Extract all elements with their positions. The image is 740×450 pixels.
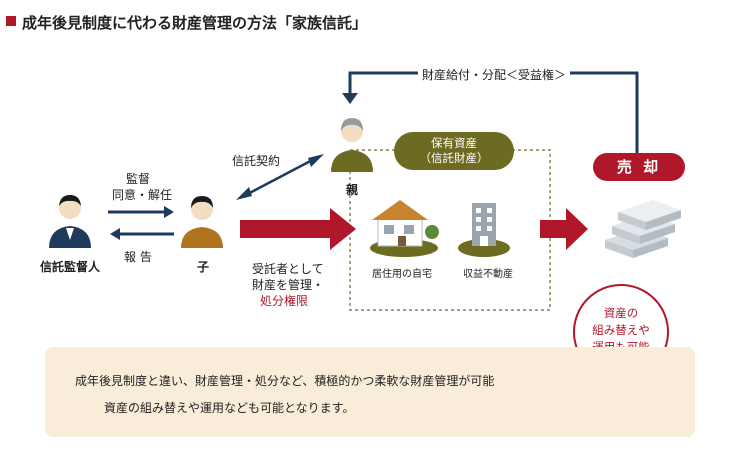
trust-contract-arrowhead-b	[308, 154, 324, 167]
page-title: 成年後見制度に代わる財産管理の方法「家族信託」	[22, 14, 368, 32]
supervision-arrowhead	[164, 206, 174, 218]
benefit-flow-arrowhead	[342, 93, 358, 104]
summary-note-box	[45, 347, 695, 437]
trustee-label-line3: 処分権限	[260, 294, 309, 308]
child-person-icon	[181, 196, 223, 248]
trustee-label-line1: 受託者として	[252, 262, 324, 276]
report-label: 報 告	[124, 250, 152, 264]
residence-icon	[370, 200, 439, 257]
supervision-label: 監督	[126, 172, 151, 186]
benefit-label: 財産給付・分配＜受益権＞	[418, 66, 571, 83]
income-property-icon	[458, 203, 510, 257]
cash-stack-icon	[605, 200, 681, 258]
consent-dismissal-label: 同意・解任	[112, 188, 173, 202]
summary-note-line2: 資産の組み替えや運用なども可能となります。	[104, 401, 355, 415]
reallocation-note-line2: 組み替えや	[592, 323, 650, 337]
trust-contract-arrowhead-a	[236, 187, 252, 200]
supervisor-label: 信託監督人	[40, 260, 101, 274]
parent-label: 親	[346, 183, 359, 197]
summary-note-line1: 成年後見制度と違い、財産管理・処分など、積極的かつ柔軟な財産管理が可能	[75, 374, 495, 388]
asset-group-line2: （信託財産）	[419, 151, 489, 165]
title-marker	[6, 16, 16, 26]
trustee-label-line2: 財産を管理・	[252, 278, 325, 292]
trust-contract-label: 信託契約	[232, 154, 281, 168]
income-property-label: 収益不動産	[463, 269, 513, 280]
asset-group-line1: 保有資産	[431, 136, 477, 150]
reallocation-note-line1: 資産の	[603, 306, 639, 320]
residence-label: 居住用の自宅	[372, 269, 432, 280]
sale-badge: 売 却	[593, 153, 685, 181]
supervisor-person-icon	[49, 195, 91, 248]
report-arrowhead	[110, 228, 120, 240]
trust-contract-arrow	[241, 155, 319, 199]
parent-person-icon	[331, 118, 373, 172]
asset-group-badge: 保有資産 （信託財産）	[394, 132, 514, 170]
sale-arrow	[540, 208, 588, 250]
management-arrow	[240, 208, 356, 250]
child-label: 子	[197, 260, 210, 274]
